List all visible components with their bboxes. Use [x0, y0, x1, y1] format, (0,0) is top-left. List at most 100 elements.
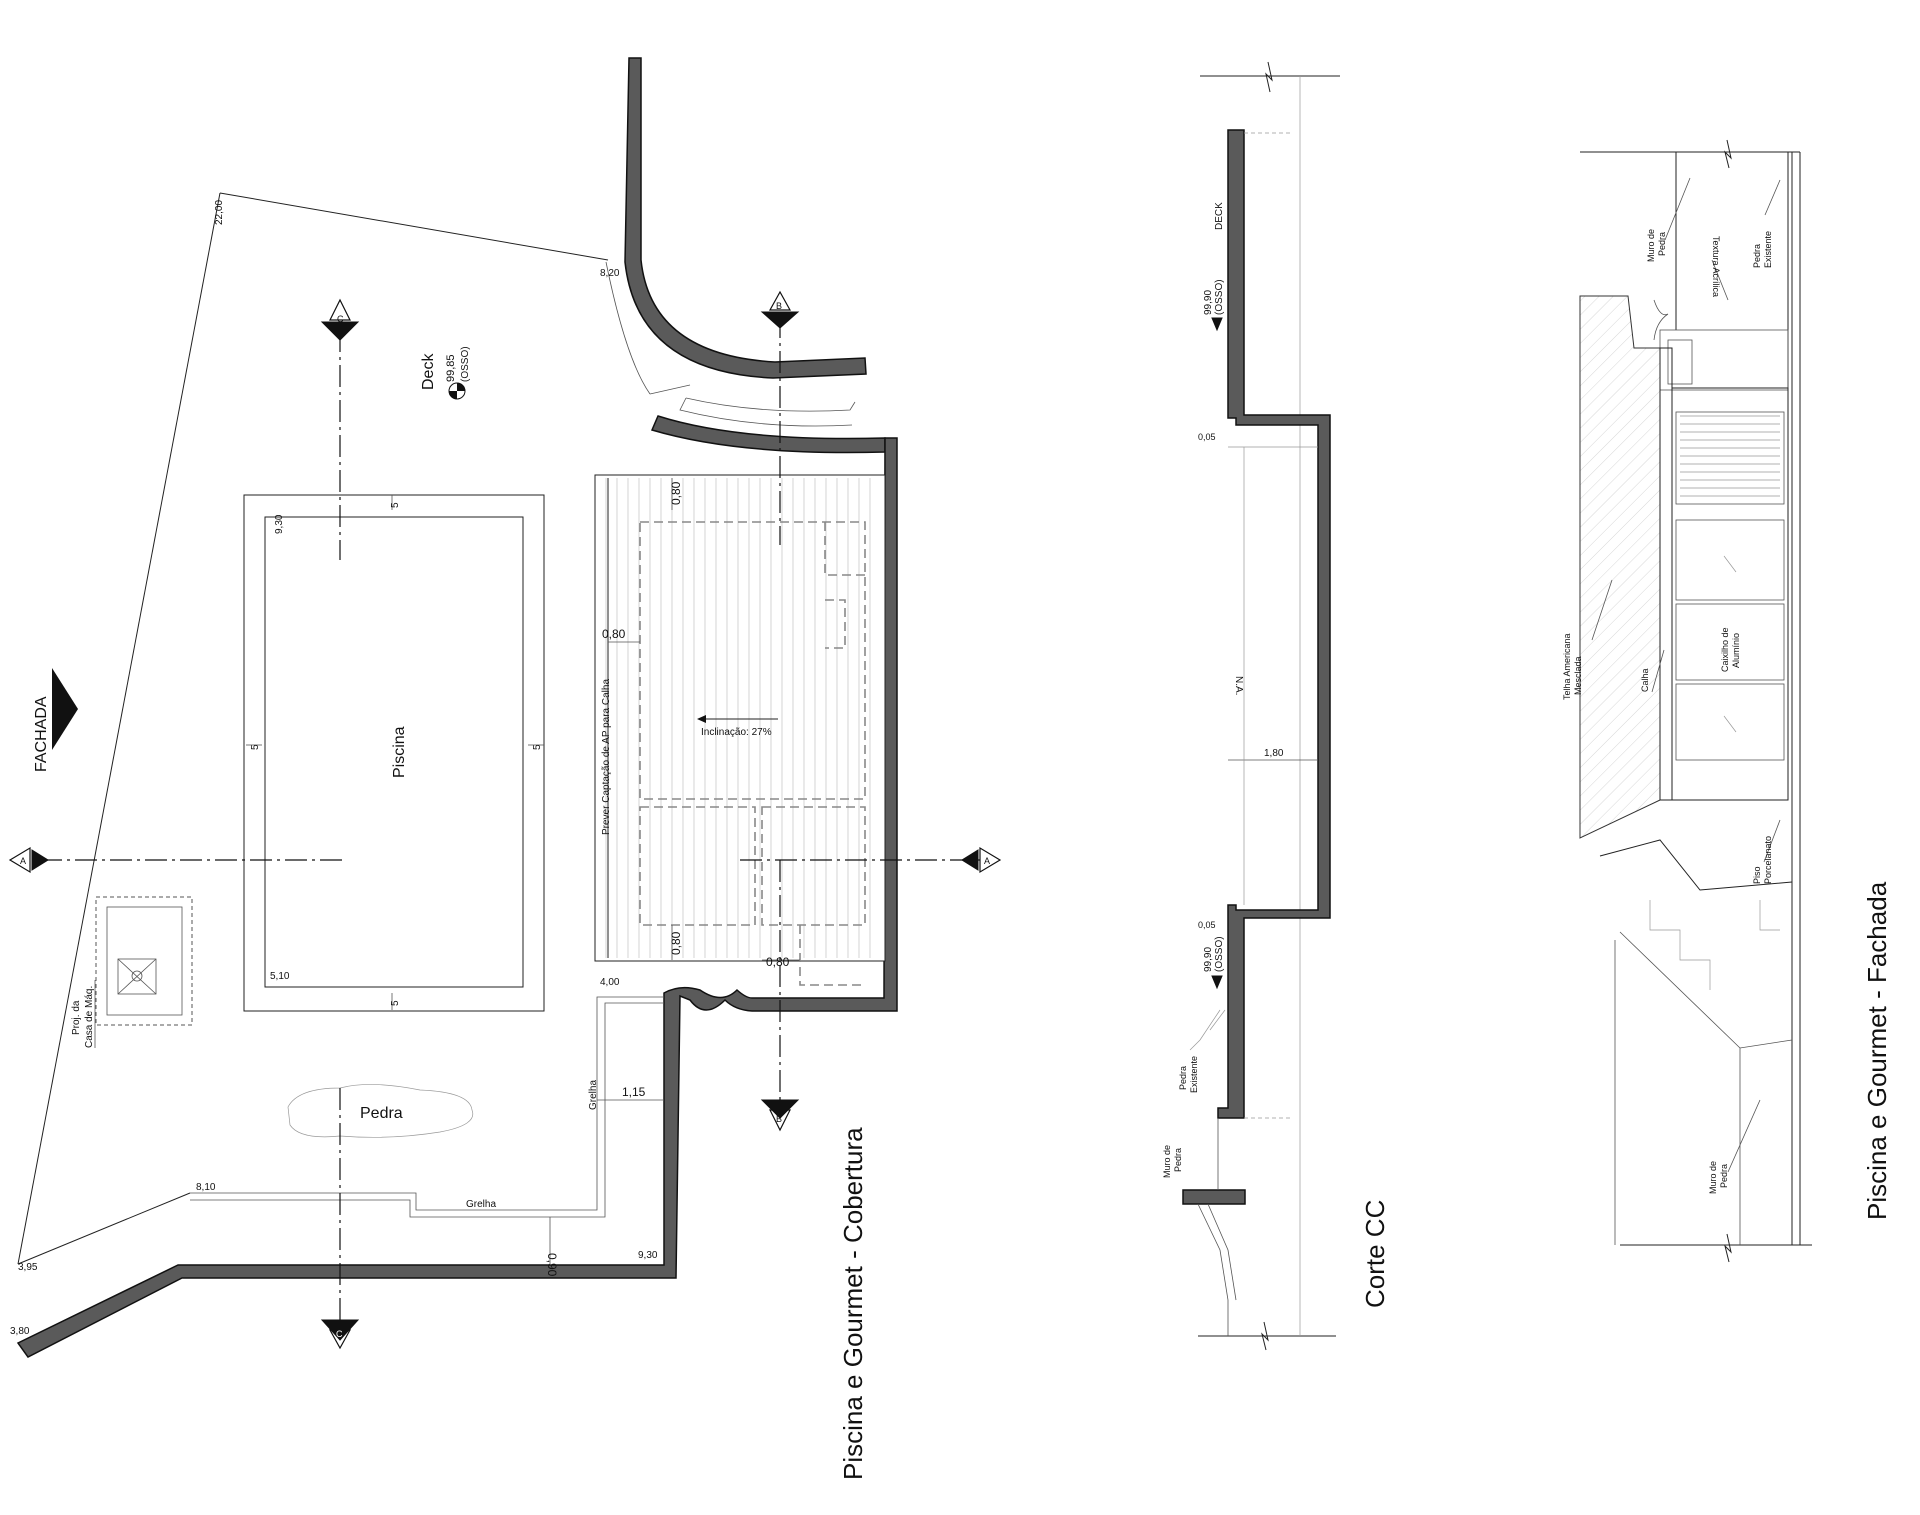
roof-elevation — [1579, 295, 1661, 839]
level-marker-deck — [448, 382, 466, 400]
grate-line-inner — [190, 1002, 664, 1218]
interior-walls-dashed — [639, 521, 866, 986]
gourmet-wall — [16, 437, 898, 1358]
dim-5-left: 5 — [250, 744, 261, 750]
section-depth: 1,80 — [1264, 748, 1284, 759]
frame-lines — [1680, 415, 1780, 497]
curved-wall-lower — [650, 415, 886, 454]
dim-8-10: 8,10 — [196, 1182, 216, 1193]
section-level-top-note: (OSSO) — [1214, 279, 1225, 315]
section-level-bottom: 99,90 — [1203, 947, 1214, 972]
site-boundary-left — [17, 192, 221, 1265]
section-marker-label: B — [776, 301, 782, 311]
elevation-wall-top-label: Muro de — [1646, 229, 1656, 262]
section-wall — [1217, 129, 1331, 1119]
dim-5-10: 5,10 — [270, 971, 290, 982]
section-marker-label: B — [776, 1114, 782, 1124]
section-marker-c-top: C — [320, 298, 360, 341]
grate-label: Grelha — [588, 1080, 599, 1110]
deck-level: 99,85 — [445, 354, 457, 382]
facade-elevation — [1579, 139, 1812, 1263]
dim-9-30-pool: 9,30 — [274, 514, 285, 534]
pool-inner — [264, 516, 524, 988]
elevation-texture-label: Textura Acrílica — [1711, 236, 1721, 297]
pool-label: Piscina — [391, 726, 408, 778]
curved-path-outline — [605, 261, 856, 427]
section-marker-label: C — [337, 314, 344, 324]
machine-room-outer — [95, 896, 193, 1026]
dim-1-15: 1,15 — [622, 1085, 646, 1099]
section-deck-label: DECK — [1214, 202, 1225, 230]
section-step-bottom: 0,05 — [1198, 920, 1216, 930]
section-marker-a-left: A — [8, 846, 49, 874]
machine-room-label: Proj. da — [71, 1000, 82, 1035]
section-level-top: 99,90 — [1203, 290, 1214, 315]
section-water-label: N.A. — [1233, 676, 1244, 695]
elevation-stone-top-label: Existente — [1763, 231, 1773, 268]
dim-0-90: 0,90 — [545, 1253, 559, 1277]
site-boundary-bottom — [17, 1192, 191, 1265]
stone-label: Pedra — [360, 1105, 403, 1122]
dim-5-right: 5 — [532, 744, 543, 750]
section-level-bottom-note: (OSSO) — [1214, 936, 1225, 972]
dim-22-00: 22,00 — [214, 200, 225, 225]
plan-title: Piscina e Gourmet - Cobertura — [838, 1127, 868, 1480]
section-marker-a-right: A — [961, 846, 1002, 874]
grate-label: Grelha — [466, 1199, 496, 1210]
pool-outer — [243, 494, 545, 1012]
section-step-top: 0,05 — [1198, 432, 1216, 442]
deck-label: Deck — [420, 353, 437, 390]
machine-room-core — [117, 958, 157, 995]
facade-label: FACHADA — [33, 696, 50, 772]
deck-level-note: (OSSO) — [460, 346, 471, 382]
elevation-gutter-label: Calha — [1640, 668, 1650, 692]
gutter-note: Prever Captação de AP para Calha — [601, 679, 612, 835]
elevation-wall-top-label: Pedra — [1657, 232, 1667, 256]
elevation-title: Piscina e Gourmet - Fachada — [1862, 881, 1892, 1220]
dim-3-80: 3,80 — [10, 1326, 30, 1337]
section-wall-label: Muro de — [1162, 1145, 1172, 1178]
dim-9-30-wall: 9,30 — [638, 1250, 658, 1261]
section-wall-label: Pedra — [1173, 1148, 1183, 1172]
dim-8-20: 8,20 — [600, 268, 620, 279]
grate-line — [190, 996, 664, 1211]
machine-room-inner — [106, 906, 183, 1016]
elevation-wall-bottom-label: Muro de — [1708, 1161, 1718, 1194]
dim-5-bottom: 5 — [390, 1000, 401, 1006]
elevation-roof-label: Mesclada — [1573, 656, 1583, 695]
dim-0-80-bottom: 0,80 — [669, 931, 683, 955]
elevation-floor-label: Porcelanato — [1763, 836, 1773, 884]
dim-4-00: 4,00 — [600, 977, 620, 988]
curved-wall — [624, 57, 867, 379]
section-stone-label: Existente — [1189, 1056, 1199, 1093]
section-title: Corte CC — [1360, 1200, 1390, 1308]
site-boundary — [219, 192, 609, 261]
section-marker-label: C — [336, 1329, 343, 1339]
elevation-roof-label: Telha Americana — [1562, 633, 1572, 700]
section-stone-label: Pedra — [1178, 1066, 1188, 1090]
facade-arrow — [52, 668, 78, 750]
section-marker-label: A — [984, 856, 990, 866]
section-marker-label: A — [20, 856, 26, 866]
dim-0-80-right: 0,80 — [766, 955, 790, 969]
dim-3-95: 3,95 — [18, 1262, 38, 1273]
section-marker-b-top: B — [760, 290, 800, 329]
section-marker-c-bottom: C — [320, 1319, 360, 1350]
dim-5-top: 5 — [390, 502, 401, 508]
dim-0-80-top: 0,80 — [669, 481, 683, 505]
elevation-floor-label: Piso — [1752, 866, 1762, 884]
roof-area — [594, 474, 886, 962]
slope-arrowhead — [697, 715, 706, 723]
elevation-frame-label: Caixilho de — [1720, 627, 1730, 672]
section-cc — [1182, 61, 1340, 1351]
machine-room-label: Casa de Máq. — [84, 986, 95, 1048]
dim-0-80-left: 0,80 — [602, 627, 626, 641]
elevation-frame-label: Alumínio — [1731, 633, 1741, 668]
section-marker-b-bottom: B — [760, 1099, 800, 1132]
elevation-stone-top-label: Pedra — [1752, 244, 1762, 268]
elevation-wall-bottom-label: Pedra — [1719, 1164, 1729, 1188]
section-wall-base — [1182, 1189, 1246, 1205]
roof-plan — [16, 57, 985, 1358]
slope-note: Inclinação: 27% — [701, 727, 772, 738]
